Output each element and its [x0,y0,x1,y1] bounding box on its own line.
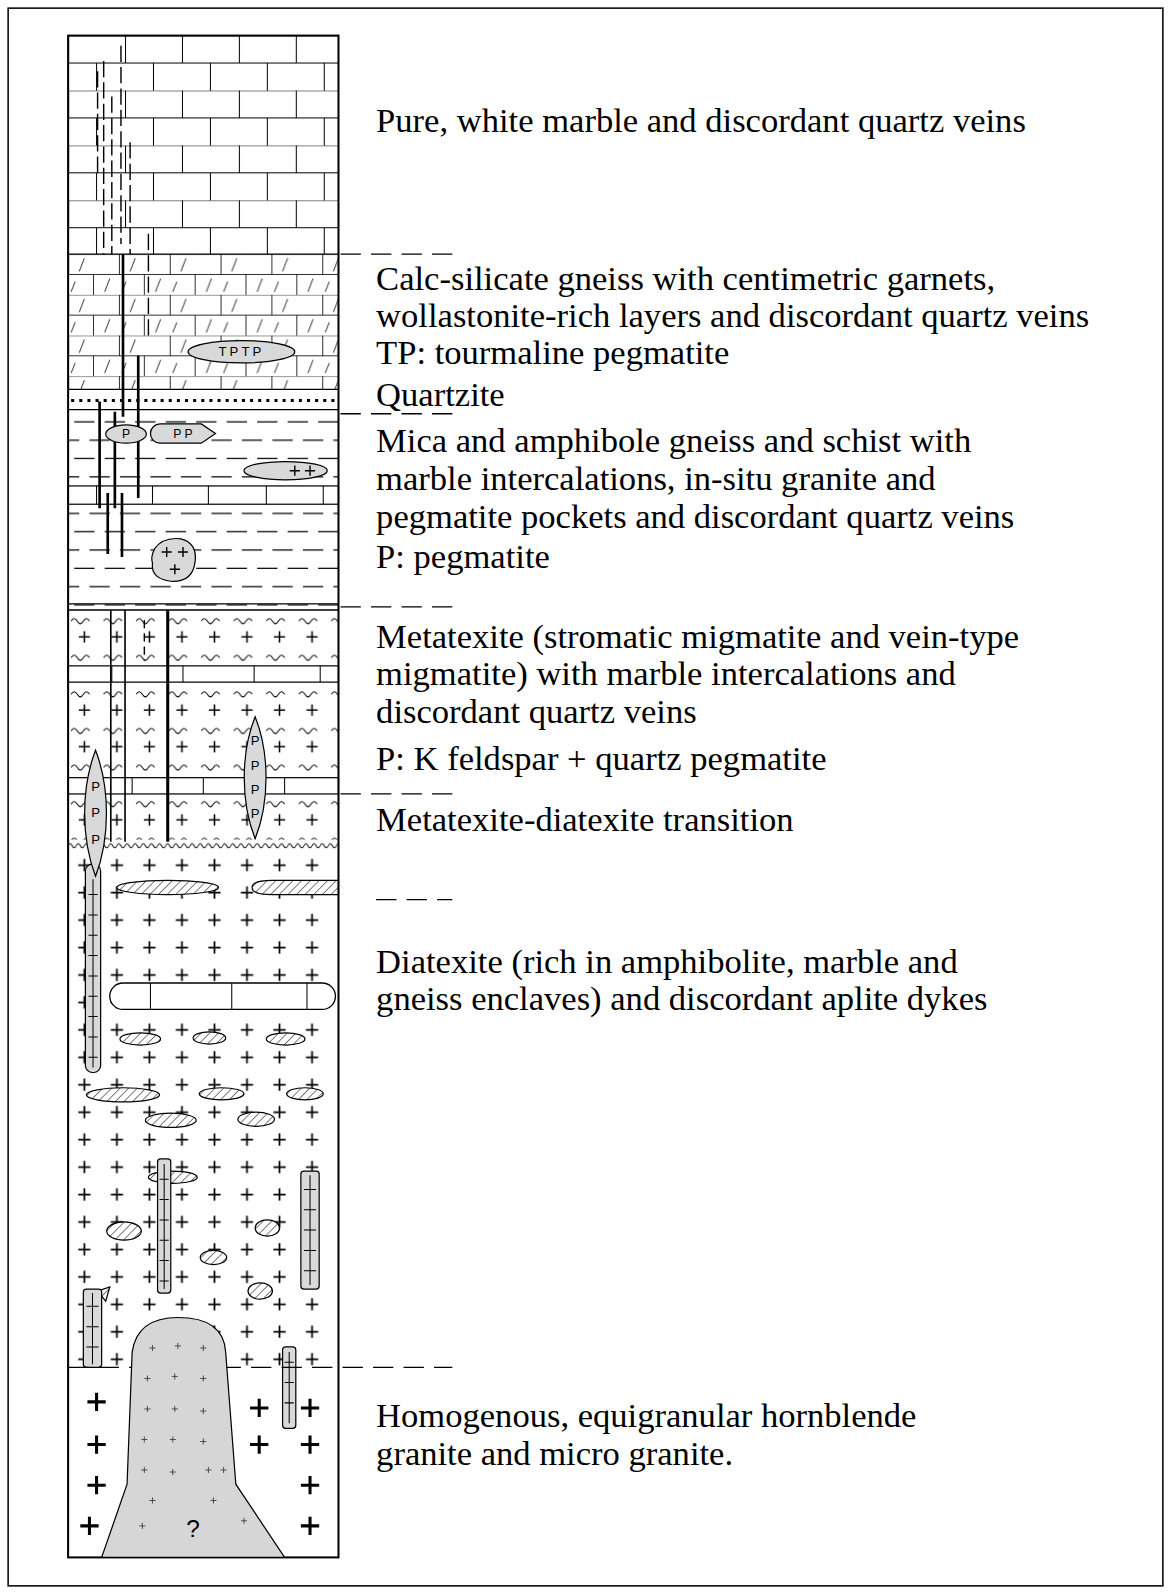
granite-plus [162,547,188,574]
marble-layer [68,36,338,255]
layer-description: Quartzite [376,375,783,413]
amphibolite-enclave [255,1220,279,1236]
quartz-vein [111,610,125,842]
pegmatite-lens-outline [85,750,107,876]
layer-description: Diatexite (rich in amphibolite, marble a… [376,942,1047,1017]
layer-description: Metatexite-diatexite transition [376,800,1088,838]
layer-description: Calc-silicate gneiss with centimetric ga… [376,259,1171,334]
amphibolite-enclave [266,1033,305,1045]
layer-description: P: K feldspar + quartz pegmatite [376,739,1088,777]
amphibolite-enclave [238,1112,275,1126]
marble-joint [112,666,320,682]
amphibolite-enclave [86,1088,159,1102]
shape-label: TPTP [218,344,264,360]
tourmaline-pegmatite-pod-outline [188,341,295,363]
granite-dome-outline [102,1317,285,1557]
layer-description: P: pegmatite [376,538,783,576]
pegmatite-symbols: P P P P [249,729,262,827]
layer-boundary [68,604,338,610]
calc-silicate-layer [68,254,338,389]
layer-description: Homogenous, equigranular hornblende gran… [376,1397,945,1472]
shape-label: P [122,427,130,441]
granite-dome: ? [102,1317,285,1557]
pegmatite-pod-outline [150,424,215,443]
amphibolite-enclave [199,1088,244,1100]
pegmatite-pod: P [106,425,147,443]
quartz-vein [144,620,145,661]
pegmatite-lens: P P P P [244,717,266,839]
shape-label: ? [186,1514,200,1543]
marble-intercalation [68,778,338,794]
granite-pocket [152,538,196,581]
wave-ground [68,840,338,851]
layer-boundary [68,254,338,410]
granite-pocket [244,462,327,480]
marble-joint [97,486,324,504]
quartz-vein [166,610,169,842]
amphibolite-enclave [120,1033,161,1045]
quartz-vein [100,254,139,557]
quartzite-layer [71,399,338,402]
pegmatite-lens-outline [244,717,266,839]
amphibolite-enclave [145,1113,196,1127]
amphibolite-enclave [252,880,338,894]
transition-wave [68,841,338,851]
column-outline [68,36,338,1558]
layer-description: Mica and amphibole gneiss and schist wit… [376,422,1037,535]
marble-enclave [110,983,336,1009]
amphibolite-enclave [193,1032,226,1044]
amphibolite-enclave [117,880,219,894]
amphibolite-enclave [200,1250,226,1264]
layer-description: TP: tourmaline pegmatite [376,333,1088,371]
granite-texture [139,1343,247,1529]
amphibolite-enclave [107,1222,142,1240]
amphibolite-enclave [248,1283,272,1299]
pegmatite-pod: P P [150,424,215,443]
enclave [86,880,338,1301]
pegmatite-lens: P P P [84,750,106,876]
layer-description: Pure, white marble and discordant quartz… [376,102,1108,140]
diatexite-layer [68,851,338,1367]
pegmatite-symbols: P P P [89,774,102,853]
marble-intercalation [68,666,338,682]
granite-plus [290,466,315,476]
amphibolite-enclave [287,1088,324,1100]
tourmaline-pegmatite-pod: TPTP [188,341,295,363]
pegmatite-pod-outline [106,425,147,443]
amphibolite-enclave [148,1171,197,1183]
layer-description: Metatexite (stromatic migmatite and vein… [376,617,1037,730]
metatexite-layer [68,610,338,841]
marble-joint [150,983,307,1009]
shape-label: P P [173,426,192,440]
figure-frame [8,8,1163,1586]
